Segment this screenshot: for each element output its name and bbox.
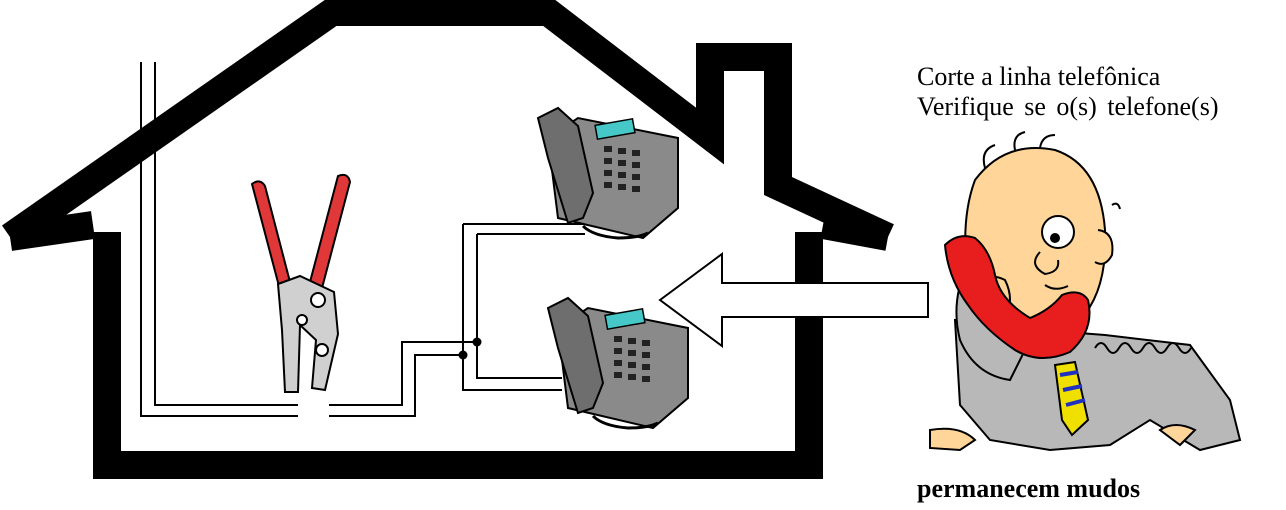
telephone-icon [546, 296, 689, 430]
man-on-phone-icon [929, 131, 1242, 452]
instruction-line-check: Verifique se o(s) telefone(s) [917, 92, 1219, 121]
house-outline [1, 0, 894, 479]
arrow-left-icon [658, 252, 929, 348]
phone-wiring [140, 62, 585, 417]
junction-dot [458, 350, 468, 360]
telephone-icon [536, 106, 679, 240]
junction-dot [472, 337, 482, 347]
instruction-line-mute: permanecem mudos [917, 474, 1141, 503]
wire-cutter-icon [250, 173, 352, 393]
instruction-line-cut: Corte a linha telefônica [917, 62, 1161, 91]
